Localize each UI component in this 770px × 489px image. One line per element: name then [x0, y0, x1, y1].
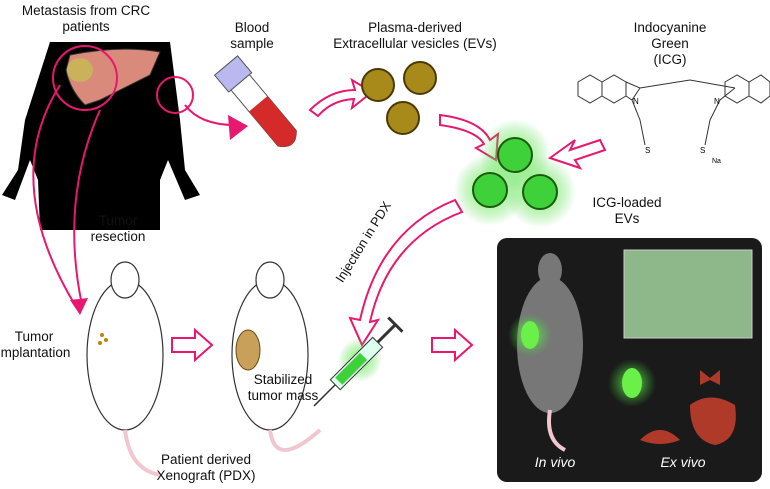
injection-arrow [348, 198, 464, 348]
arrow-to-stabilized [171, 327, 214, 363]
arrow-to-imaging [431, 327, 474, 363]
arrow-to-blood [228, 115, 248, 140]
patient-silhouette [2, 42, 200, 230]
liver-highlight-circle [52, 45, 118, 111]
histology-image [623, 249, 753, 339]
mouse-implantation [86, 261, 164, 477]
blood-tube [213, 55, 297, 148]
arrow-to-evs [308, 77, 374, 118]
atom-na: Na [712, 158, 721, 165]
icg-loaded-evs [454, 119, 576, 228]
atom-n1: N [633, 97, 639, 106]
mouse-stabilized [231, 261, 322, 452]
label-ex-vivo: Ex vivo [660, 454, 706, 470]
plasma-evs [361, 61, 437, 135]
metastasis-tumor [67, 58, 93, 82]
atom-s2: S [700, 146, 705, 155]
syringe [313, 316, 404, 407]
arrow-icg-to-evs [547, 138, 607, 170]
atom-n2: N [714, 97, 720, 106]
ex-vivo-organs [608, 359, 736, 445]
atom-s1: S [645, 146, 650, 155]
arrow-to-implantation [70, 298, 88, 315]
label-in-vivo: In vivo [534, 454, 576, 470]
arm-highlight-circle [156, 76, 194, 114]
implanted-tumor-fragments [98, 333, 108, 345]
stabilized-tumor [235, 329, 261, 371]
in-vivo-mouse [508, 253, 583, 452]
icg-molecule [577, 74, 770, 146]
